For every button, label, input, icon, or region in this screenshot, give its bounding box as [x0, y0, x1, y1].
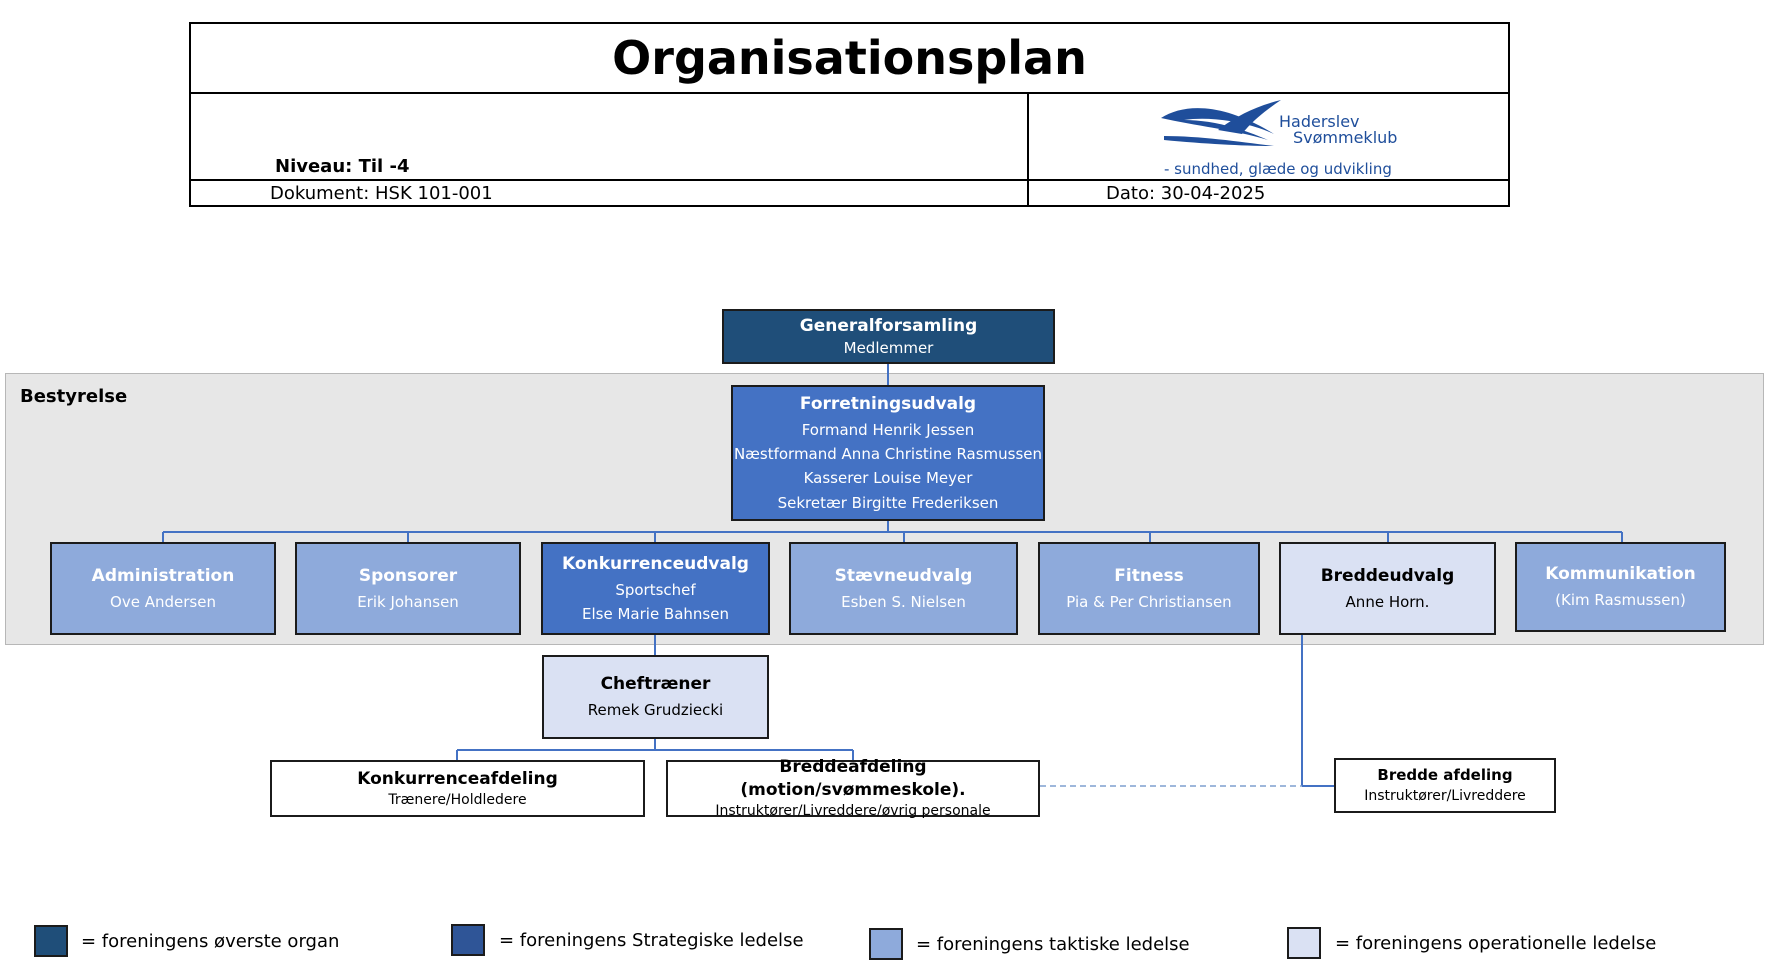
page-title: Organisationsplan	[191, 24, 1508, 94]
box-line: Esben S. Nielsen	[841, 592, 966, 611]
box-line: Medlemmer	[843, 338, 934, 357]
org-box-staevneudvalg: Stævneudvalg Esben S. Nielsen	[789, 542, 1018, 635]
box-line: Ove Andersen	[110, 592, 216, 611]
legend-label: = foreningens operationelle ledelse	[1335, 933, 1657, 954]
box-title: Breddeudvalg	[1320, 565, 1455, 586]
logo-text: Svømmeklub	[1293, 128, 1398, 147]
org-box-breddeafdeling: Breddeafdeling (motion/svømmeskole). Ins…	[666, 757, 1040, 819]
box-line: (Kim Rasmussen)	[1555, 591, 1686, 610]
org-box-kommunikation: Kommunikation (Kim Rasmussen)	[1515, 542, 1726, 632]
org-box-fitness: Fitness Pia & Per Christiansen	[1038, 542, 1260, 635]
box-title: Bredde afdeling	[1377, 765, 1513, 784]
box-title: Fitness	[1114, 565, 1184, 586]
niveau-label: Niveau: Til -4	[275, 156, 410, 177]
document-date: Dato: 30-04-2025	[1106, 183, 1266, 204]
logo-text: Haderslev	[1279, 112, 1360, 131]
box-line: Sekretær Birgitte Frederiksen	[777, 493, 999, 512]
document-number: Dokument: HSK 101-001	[270, 183, 493, 204]
board-label: Bestyrelse	[20, 386, 128, 407]
box-title: Generalforsamling	[799, 315, 978, 336]
legend-label: = foreningens taktiske ledelse	[916, 934, 1190, 955]
box-line: Trænere/Holdledere	[388, 791, 527, 808]
org-box-breddeudvalg: Breddeudvalg Anne Horn.	[1279, 542, 1496, 635]
legend-swatch	[1287, 927, 1321, 959]
box-line: Instruktører/Livreddere	[1364, 788, 1526, 805]
legend-swatch	[869, 928, 903, 960]
org-box-konkurrenceudvalg: Konkurrenceudvalg Sportschef Else Marie …	[541, 542, 770, 635]
club-logo-icon	[1161, 100, 1281, 146]
box-title: Konkurrenceafdeling	[357, 768, 558, 789]
box-line: Remek Grudziecki	[587, 701, 724, 720]
box-line: Kasserer Louise Meyer	[803, 469, 973, 488]
box-line: Else Marie Bahnsen	[582, 604, 729, 623]
org-box-administration: Administration Ove Andersen	[50, 542, 276, 635]
box-title: Kommunikation	[1545, 564, 1696, 585]
box-line: Instruktører/Livreddere/øvrig personale	[715, 803, 991, 819]
box-title: Cheftræner	[600, 674, 711, 695]
box-title: Forretningsudvalg	[799, 394, 977, 415]
box-line: Formand Henrik Jessen	[801, 420, 975, 439]
org-box-sponsorer: Sponsorer Erik Johansen	[295, 542, 521, 635]
legend-label: = foreningens øverste organ	[81, 931, 340, 952]
org-box-konkurrenceafdeling: Konkurrenceafdeling Trænere/Holdledere	[270, 760, 645, 817]
box-line: Anne Horn.	[1345, 592, 1430, 611]
org-box-bredde-afdeling: Bredde afdeling Instruktører/Livreddere	[1334, 758, 1556, 813]
document-header: Organisationsplan Niveau: Til -4 Dokumen…	[189, 22, 1510, 207]
box-line: Næstformand Anna Christine Rasmussen	[733, 445, 1043, 464]
box-line: Erik Johansen	[357, 592, 459, 611]
legend-swatch	[34, 925, 68, 957]
org-box-forretningsudvalg: Forretningsudvalg Formand Henrik Jessen …	[731, 385, 1045, 521]
box-title: Stævneudvalg	[834, 565, 973, 586]
box-title: Sponsorer	[358, 565, 458, 586]
org-box-cheftraener: Cheftræner Remek Grudziecki	[542, 655, 769, 739]
legend-label: = foreningens Strategiske ledelse	[499, 930, 804, 951]
header-divider	[1027, 94, 1029, 206]
box-line: Sportschef	[615, 580, 696, 599]
box-title: Breddeafdeling (motion/svømmeskole).	[740, 757, 966, 801]
box-line: Pia & Per Christiansen	[1066, 592, 1232, 611]
logo-tagline: - sundhed, glæde og udvikling	[1164, 160, 1392, 178]
legend-swatch	[451, 924, 485, 956]
header-divider	[191, 179, 1508, 181]
box-title: Konkurrenceudvalg	[562, 553, 749, 574]
org-box-generalforsamling: Generalforsamling Medlemmer	[722, 309, 1055, 364]
box-title: Administration	[91, 565, 235, 586]
